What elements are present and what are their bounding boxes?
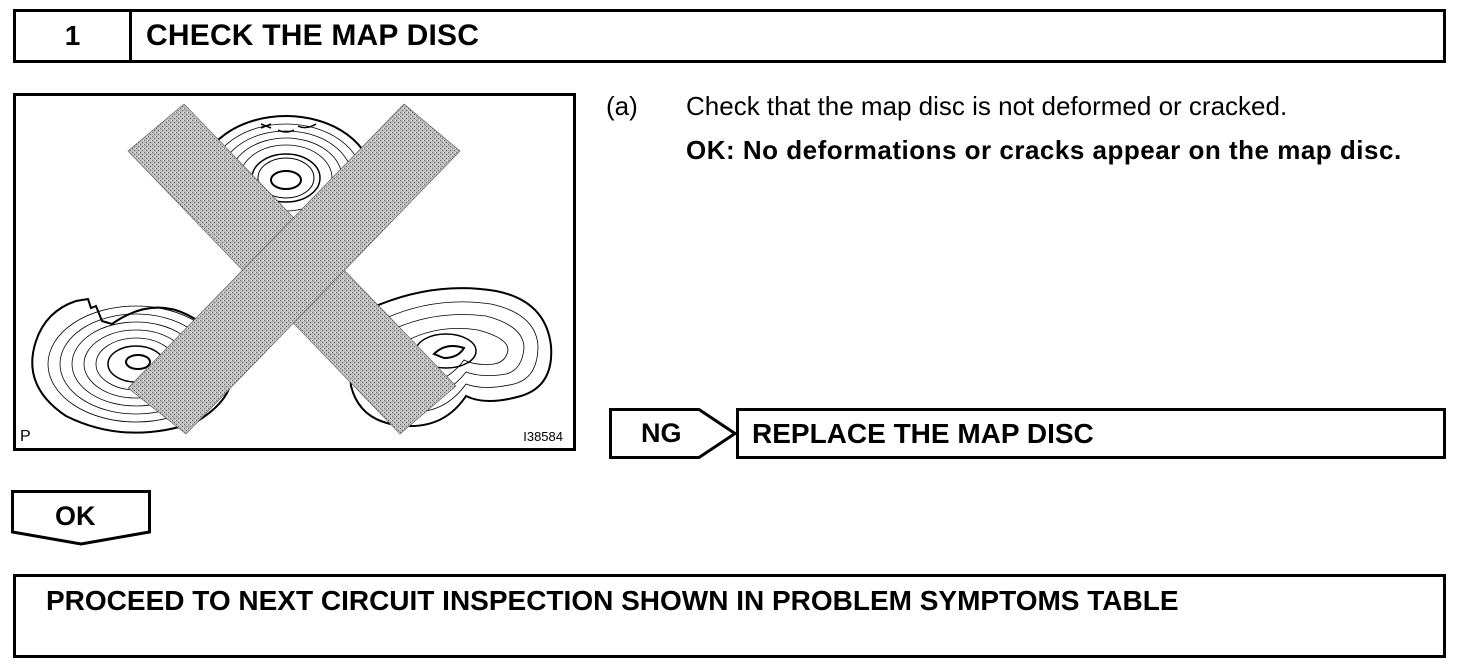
step-header: 1 CHECK THE MAP DISC: [13, 9, 1446, 63]
ng-action-text: REPLACE THE MAP DISC: [752, 417, 1094, 449]
figure-code-left: P: [20, 428, 31, 445]
instruction-text: Check that the map disc is not deformed …: [686, 91, 1288, 121]
ok-label: OK: [55, 501, 96, 531]
disc-figure-drawing: [31, 103, 553, 435]
ok-criteria: OK: No deformations or cracks appear on …: [686, 135, 1402, 165]
disc-illustration: P I38584: [13, 93, 576, 451]
step-title: CHECK THE MAP DISC: [146, 19, 480, 52]
step-number: 1: [16, 12, 132, 60]
ng-label: NG: [641, 418, 682, 448]
result-box: PROCEED TO NEXT CIRCUIT INSPECTION SHOWN…: [13, 574, 1446, 658]
figure-code-right: I38584: [523, 429, 563, 444]
ng-arrow-tag: [609, 408, 737, 459]
instruction-label: (a): [606, 91, 638, 121]
result-text: PROCEED TO NEXT CIRCUIT INSPECTION SHOWN…: [46, 585, 1179, 616]
cross-mark-icon: [127, 103, 461, 435]
ng-action-box: REPLACE THE MAP DISC: [736, 408, 1446, 459]
ok-arrow-tag: [11, 490, 151, 546]
